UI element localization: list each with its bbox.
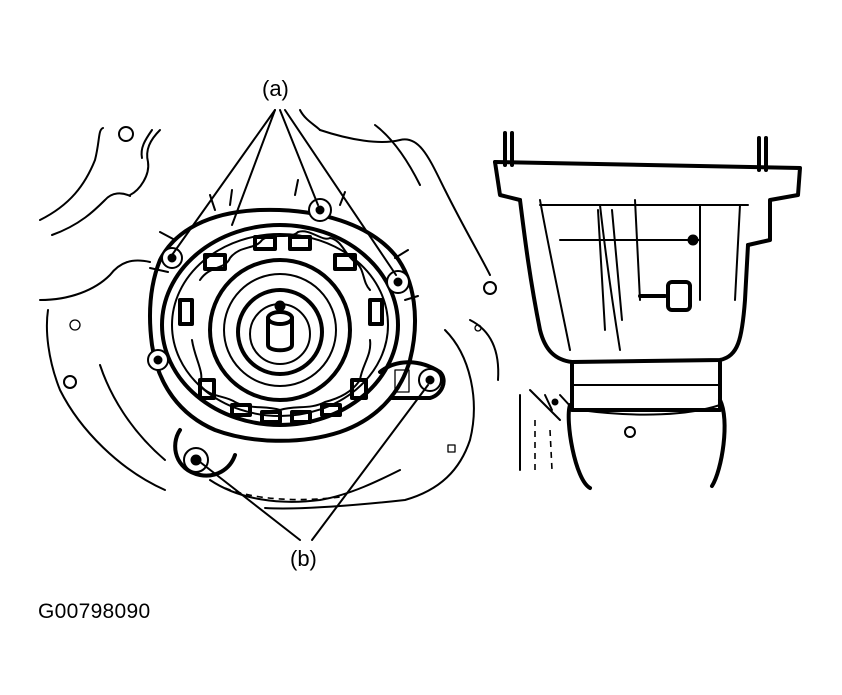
pump-assembly (147, 179, 446, 478)
figure-id: G00798090 (38, 600, 151, 623)
callout-leaders (171, 109, 429, 541)
housing-outline (39, 109, 500, 510)
callout-label-a: (a) (262, 76, 289, 101)
callout-label-b: (b) (290, 546, 317, 571)
transmission-side-view (493, 131, 802, 490)
